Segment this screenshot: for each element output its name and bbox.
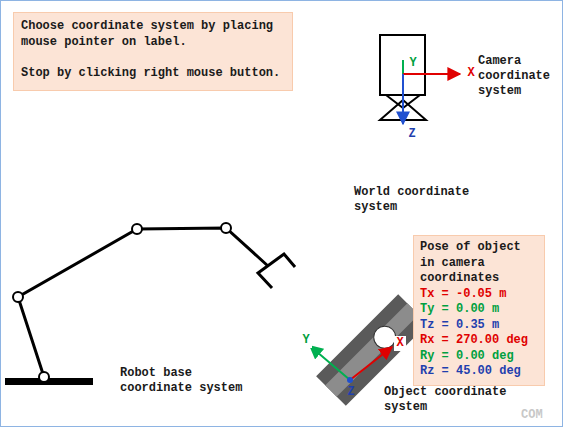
axis-label: X [394,336,406,351]
robot-joint [39,372,49,382]
body-text: Rx = 270.00 deg [420,333,538,349]
robot-joint [221,223,231,233]
heading-text: Pose of object in camera coordinates [420,240,538,287]
axis-label: Z [405,127,419,142]
coordinate-system-label: Robot base coordinate system [120,366,250,396]
instruction-box: Choose coordinate system by placing mous… [13,12,293,91]
y-axis [310,346,350,380]
z-axis [402,74,404,124]
coordinate-system-label: Camera coordinate system [478,54,560,99]
body-text: Tx = -0.05 m [420,287,538,303]
y-axis [402,60,404,74]
axis-label: Z [345,385,357,400]
coordinate-system-label: World coordinate system [354,185,484,215]
axis-label: Y [300,333,312,348]
pose-panel: Pose of object in camera coordinatesTx =… [413,235,545,386]
x-axis [350,347,392,380]
axis-label: Y [406,56,420,71]
watermark: COM [521,408,553,423]
body-text: Rz = 45.00 deg [420,364,538,380]
body-text: Tz = 0.35 m [420,318,538,334]
axis-label: X [464,66,478,81]
body-text: Stop by clicking right mouse button. [21,66,285,82]
object-stripe [325,303,418,396]
x-axis [403,73,460,75]
robot-gripper [258,254,295,288]
body-text: Ty = 0.00 m [420,302,538,318]
heading-text: Choose coordinate system by placing mous… [21,19,285,50]
robot-joint [132,224,142,234]
body-text: Ry = 0.00 deg [420,349,538,365]
robot-arm [18,228,268,377]
z-axis-origin [347,377,353,383]
coordinate-system-label: Object coordinate system [384,385,514,415]
robot-joint [13,292,23,302]
